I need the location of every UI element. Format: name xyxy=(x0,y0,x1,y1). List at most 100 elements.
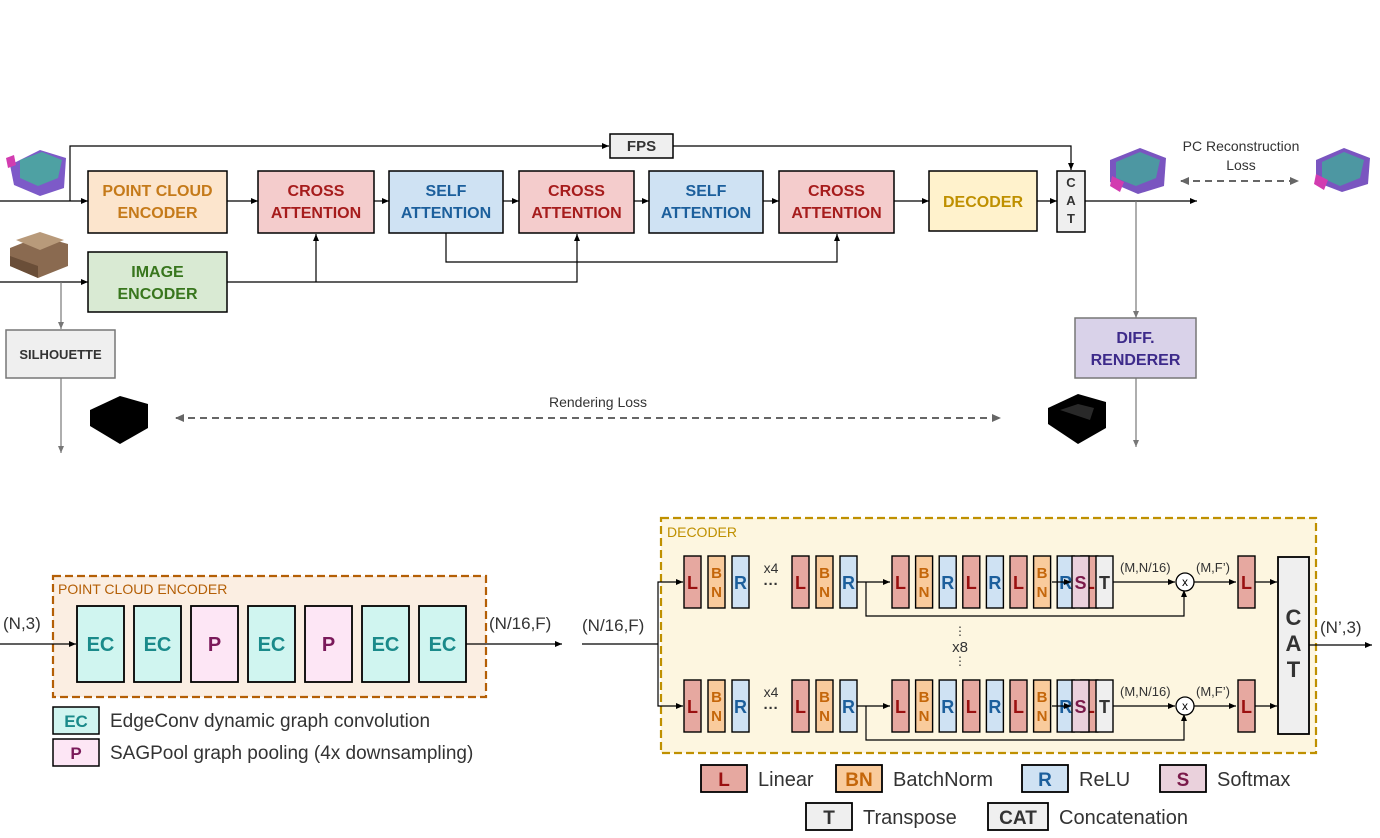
decoder-block-label: R xyxy=(842,573,855,593)
decoder-block-bn xyxy=(1032,679,1052,733)
multiply-symbol: x xyxy=(1182,575,1188,589)
decoder-block-l xyxy=(962,555,981,609)
repeat-x4-label: x4 xyxy=(764,560,779,576)
diff-renderer-box xyxy=(1074,317,1197,379)
decoder-block-label: L xyxy=(795,573,806,593)
legend-l-swatch xyxy=(700,764,748,793)
image-encoder-box xyxy=(87,251,228,313)
decoder-block-r xyxy=(938,555,957,609)
legend-cat-label: Concatenation xyxy=(1059,807,1188,829)
decoder-block-l xyxy=(891,679,910,733)
decoder-block-label: R xyxy=(1059,573,1072,593)
diff-renderer-label-2: RENDERER xyxy=(1091,352,1181,369)
decoder-block-bn xyxy=(815,555,834,609)
decoder-cat-box xyxy=(1277,556,1310,735)
legend-cat-key: CAT xyxy=(999,808,1037,829)
self-attention-label: ATTENTION xyxy=(401,205,491,222)
pc-block-p xyxy=(304,605,353,683)
decoder-block-label: N xyxy=(1037,584,1048,601)
legend-r-swatch xyxy=(1021,764,1069,793)
point-cloud-encoder-box xyxy=(87,170,228,234)
legend-l-label: Linear xyxy=(758,769,814,791)
decoder-block-bn xyxy=(914,679,934,733)
decoder-block-bn xyxy=(815,679,834,733)
legend-p-label: SAGPool graph pooling (4x downsampling) xyxy=(110,743,473,764)
cat-letter: C xyxy=(1066,175,1076,190)
reconstructed-point-cloud-thumbnail xyxy=(1110,148,1166,194)
decoder-input-label: (N/16,F) xyxy=(582,616,644,635)
decoder-block-label: B xyxy=(1037,565,1048,582)
multiply-symbol: x xyxy=(1182,699,1188,713)
image-encoder-label-1: IMAGE xyxy=(131,264,184,281)
top-pipeline: FPS POINT CLOUD ENCODER IMAGE ENCODER CR… xyxy=(0,133,1370,453)
legend-p-swatch xyxy=(52,738,100,767)
decoder-block-label: N xyxy=(919,584,930,601)
legend-bn-swatch xyxy=(835,764,883,793)
legend-s-label: Softmax xyxy=(1217,769,1290,791)
pc-loss-label-1: PC Reconstruction xyxy=(1183,138,1300,154)
decoder-block-label: L xyxy=(1241,697,1252,717)
shape-mf-label: (M,F’) xyxy=(1196,684,1230,699)
decoder-block-s xyxy=(1071,679,1090,733)
pc-block-label: P xyxy=(208,634,221,656)
cross-attention-label: ATTENTION xyxy=(531,205,621,222)
self-attention-label: SELF xyxy=(426,183,467,200)
decoder-block-label: N xyxy=(1037,708,1048,725)
decoder-block-label: L xyxy=(966,573,977,593)
decoder-block-r xyxy=(985,555,1005,609)
decoder-block-label: L xyxy=(1013,573,1024,593)
decoder-block-s xyxy=(1071,555,1090,609)
decoder-block-label: L xyxy=(795,697,806,717)
decoder-block-bn xyxy=(1032,555,1052,609)
decoder-block-label: R xyxy=(988,573,1001,593)
diff-renderer-label-1: DIFF. xyxy=(1116,330,1154,347)
pc-block-label: EC xyxy=(258,634,286,656)
legend-t-key: T xyxy=(823,808,835,829)
legend-bn-label: BatchNorm xyxy=(893,769,993,791)
shape-mn-label: (M,N/16) xyxy=(1120,684,1171,699)
cross-attention-box-2 xyxy=(518,170,635,234)
cat-letter: A xyxy=(1066,193,1076,208)
self-attention-box-2 xyxy=(648,170,764,234)
silhouette-box xyxy=(5,329,116,379)
pc-block-ec xyxy=(247,605,296,683)
pc-block-label: EC xyxy=(87,634,115,656)
legend-t-label: Transpose xyxy=(863,807,957,829)
decoder-output-label: (N’,3) xyxy=(1320,618,1362,637)
decoder-block-label: B xyxy=(819,565,830,582)
legend-p-key: P xyxy=(70,744,81,763)
pc-encoder-output-label: (N/16,F) xyxy=(489,614,551,633)
pc-encoder-input-label: (N,3) xyxy=(3,614,41,633)
pc-block-label: EC xyxy=(429,634,457,656)
pc-block-label: EC xyxy=(372,634,400,656)
silhouette-render-thumbnail xyxy=(90,396,148,444)
point-cloud-encoder-label-2: ENCODER xyxy=(117,205,197,222)
legend-t-swatch xyxy=(805,802,853,831)
pc-block-label: P xyxy=(322,634,335,656)
decoder-block-label: S xyxy=(1074,697,1086,717)
pc-block-p xyxy=(190,605,239,683)
decoder-block-label: R xyxy=(734,573,747,593)
pc-block-ec xyxy=(361,605,410,683)
decoder-block-label: L xyxy=(1013,697,1024,717)
decoder-block-label: B xyxy=(919,565,930,582)
legend-ec-label: EdgeConv dynamic graph convolution xyxy=(110,711,430,732)
cross-attention-label: CROSS xyxy=(548,183,605,200)
decoder-block-r xyxy=(731,555,750,609)
decoder-block-bn xyxy=(707,555,726,609)
repeat-x8-label: x8 xyxy=(952,639,968,656)
decoder-block-label: R xyxy=(842,697,855,717)
legend-s-key: S xyxy=(1177,770,1190,791)
cat-box-top xyxy=(1056,170,1086,233)
rendering-loss-label: Rendering Loss xyxy=(549,394,647,410)
cross-attention-box-3 xyxy=(778,170,895,234)
decoder-block-label: R xyxy=(941,697,954,717)
cross-attention-label: ATTENTION xyxy=(271,205,361,222)
decoder-block-bn xyxy=(914,555,934,609)
silhouette-label: SILHOUETTE xyxy=(19,347,102,362)
decoder-block-l xyxy=(791,555,810,609)
decoder-block-label: N xyxy=(819,584,830,601)
